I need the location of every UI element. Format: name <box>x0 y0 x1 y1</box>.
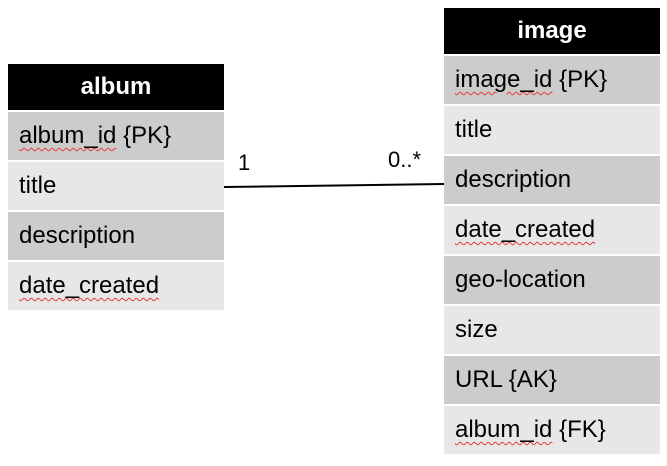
album-attr-album-id-name: album_id <box>19 122 117 149</box>
album-attr-date-created: date_created <box>8 262 224 312</box>
image-attr-size: size <box>444 306 660 356</box>
image-attr-url: URL {AK} <box>444 356 660 406</box>
album-attr-description: description <box>8 212 224 262</box>
image-attr-image-id-key: {PK} <box>552 66 608 93</box>
album-attr-date-created-name: date_created <box>19 272 160 299</box>
album-entity: album album_id {PK} title description da… <box>8 64 224 312</box>
multiplicity-right: 0..* <box>388 147 422 172</box>
image-attr-image-id: image_id {PK} <box>444 56 660 106</box>
image-attr-image-id-name: image_id <box>455 66 553 93</box>
image-attr-album-id-fk: album_id {FK} <box>444 406 660 456</box>
image-attr-date-created: date_created <box>444 206 660 256</box>
image-entity: image image_id {PK} title description da… <box>444 8 660 456</box>
multiplicity-left: 1 <box>238 150 251 175</box>
association-connector <box>223 183 445 188</box>
image-attr-date-created-name: date_created <box>455 216 596 243</box>
image-attr-geo-location: geo-location <box>444 256 660 306</box>
album-attr-album-id-key: {PK} <box>116 122 172 149</box>
album-entity-header: album <box>8 64 224 112</box>
image-entity-header: image <box>444 8 660 56</box>
image-attr-album-id-fk-key: {FK} <box>552 416 606 443</box>
image-attr-album-id-fk-name: album_id <box>455 416 553 443</box>
image-attr-title: title <box>444 106 660 156</box>
album-attr-album-id: album_id {PK} <box>8 112 224 162</box>
image-attr-description: description <box>444 156 660 206</box>
album-attr-title: title <box>8 162 224 212</box>
